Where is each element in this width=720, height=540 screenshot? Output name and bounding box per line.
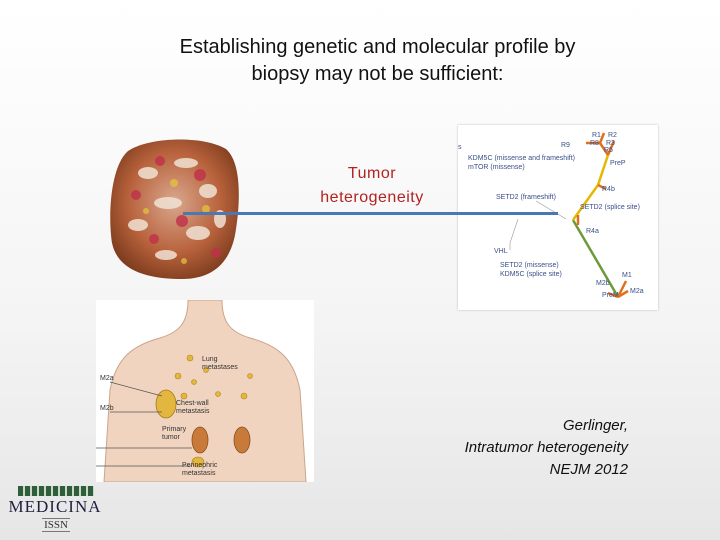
label-setd2-splice: SETD2 (splice site) [580, 204, 640, 211]
label-m2a: M2a [630, 288, 644, 295]
label-r3: R3 [606, 140, 615, 147]
label-m2b: M2b [596, 280, 610, 287]
tree-trunk [571, 219, 620, 298]
primary-kidney-shape [191, 426, 209, 454]
label-r8: R8 [590, 140, 599, 147]
heterogeneity-label: Tumor heterogeneity [320, 165, 424, 206]
label-mtor: mTOR (missense) [468, 164, 525, 171]
phylogenetic-tree: R1 R2 R8 R3 R9 R5 s KDM5C (missense and … [458, 132, 644, 299]
label-prem: PreM [602, 292, 619, 299]
label-r9: R9 [561, 142, 570, 149]
label-r4a: R4a [586, 228, 599, 235]
label-s: s [458, 144, 462, 151]
connector-line [183, 212, 558, 215]
lung-metastases-text: Lung metastases [202, 356, 238, 371]
label-vhl: VHL [494, 248, 508, 255]
label-prep: PreP [610, 160, 626, 167]
label-r1: R1 [592, 132, 601, 139]
kidney-shape [233, 426, 251, 454]
perinephric-text: Perinephric metastasis [182, 462, 218, 477]
label-kdm5c-splice: KDM5C (splice site) [500, 271, 562, 278]
logo-sub: ISSN [42, 518, 70, 532]
citation: Gerlinger, Intratumor heterogeneity NEJM… [465, 415, 628, 481]
chest-wall-metastasis-shape [155, 389, 177, 419]
chest-wall-text: Chest-wall metastasis [176, 400, 210, 415]
logo-building-icon [18, 486, 94, 496]
slide-title: Establishing genetic and molecular profi… [179, 36, 576, 85]
citation-article: Intratumor heterogeneity [464, 439, 628, 456]
m2a-label: M2a [100, 375, 114, 382]
label-m1: M1 [622, 272, 632, 279]
label-setd2-missense: SETD2 (missense) [500, 262, 559, 269]
body-metastasis-diagram: M2a M2b Lung metastases Chest-wall metas… [96, 299, 314, 483]
tree-branch-upper [571, 184, 600, 221]
tumor-photo [110, 139, 239, 279]
medicina-logo: MEDICINA ISSN [6, 484, 104, 536]
m2b-label: M2b [100, 405, 114, 412]
label-r2: R2 [608, 132, 617, 139]
label-r4b: R4b [602, 186, 615, 193]
phylogenetic-tree-panel: R1 R2 R8 R3 R9 R5 s KDM5C (missense and … [458, 125, 658, 310]
label-kdm5c-missense: KDM5C (missense and frameshift) [468, 155, 575, 162]
label-setd2-frameshift: SETD2 (frameshift) [496, 194, 556, 201]
logo-name: MEDICINA [8, 497, 102, 516]
primary-tumor-text: Primary tumor [162, 426, 187, 441]
citation-author: Gerlinger, [562, 417, 628, 434]
label-r5: R5 [604, 147, 613, 154]
citation-journal: NEJM 2012 [549, 461, 628, 478]
